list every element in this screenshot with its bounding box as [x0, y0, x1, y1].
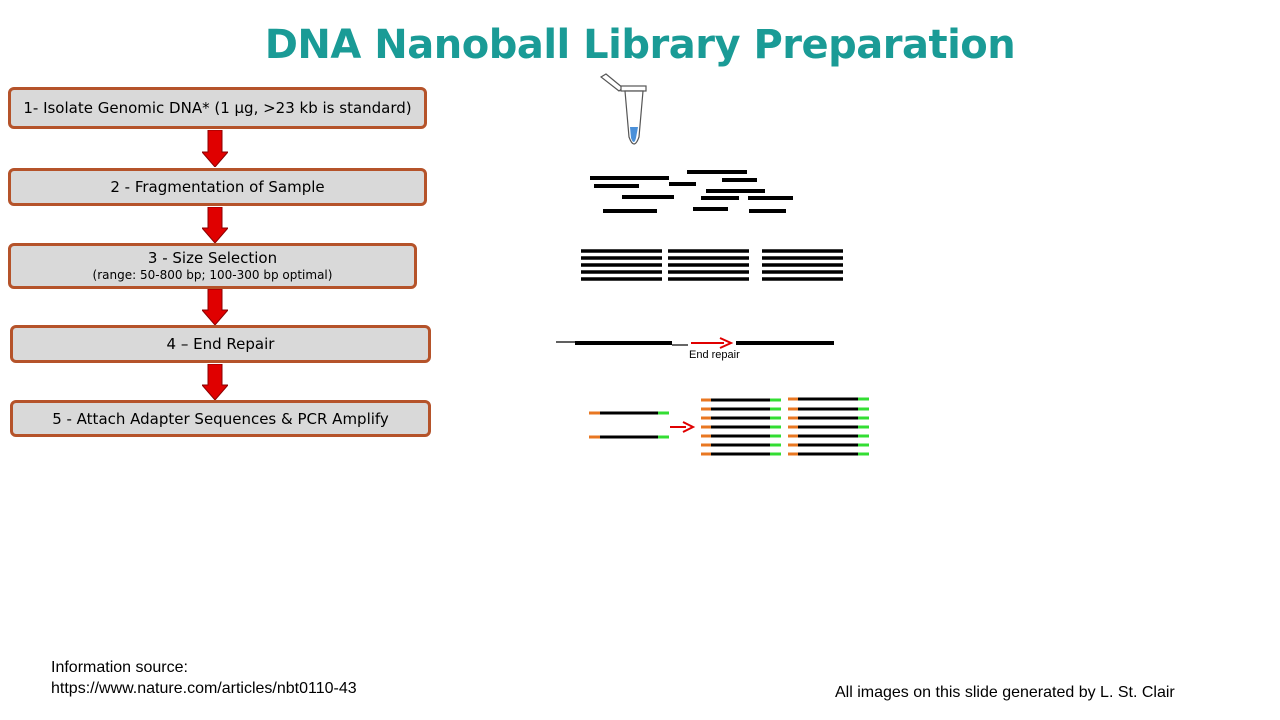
source-url: https://www.nature.com/articles/nbt0110-…: [51, 680, 357, 697]
step-adapters-pcr: 5 - Attach Adapter Sequences & PCR Ampli…: [10, 400, 431, 437]
step-label: 4 – End Repair: [166, 335, 275, 353]
step-end-repair: 4 – End Repair: [10, 325, 431, 363]
end-repair-diagram: End repair: [556, 337, 834, 361]
down-arrow-icon: [202, 364, 228, 400]
fragmented-dna: [590, 170, 793, 213]
step-isolate-dna: 1- Isolate Genomic DNA* (1 µg, >23 kb is…: [8, 87, 427, 129]
information-source: Information source: https://www.nature.c…: [51, 657, 357, 699]
down-arrow-icon: [202, 289, 228, 325]
step-fragmentation: 2 - Fragmentation of Sample: [8, 168, 427, 206]
image-credit: All images on this slide generated by L.…: [835, 684, 1175, 701]
step-sublabel: (range: 50-800 bp; 100-300 bp optimal): [92, 268, 333, 283]
step-label: 1- Isolate Genomic DNA* (1 µg, >23 kb is…: [23, 99, 412, 117]
step-label: 2 - Fragmentation of Sample: [110, 178, 325, 196]
tube-icon: [599, 73, 647, 145]
step-size-selection: 3 - Size Selection (range: 50-800 bp; 10…: [8, 243, 417, 289]
adapter-pcr-diagram: [589, 397, 869, 456]
source-label: Information source:: [51, 659, 188, 676]
end-repair-label: End repair: [689, 349, 740, 361]
step-label: 5 - Attach Adapter Sequences & PCR Ampli…: [52, 409, 389, 428]
size-selected-dna: [581, 249, 843, 281]
down-arrow-icon: [202, 130, 228, 167]
right-arrow-icon: [691, 337, 734, 349]
page-title: DNA Nanoball Library Preparation: [264, 22, 1016, 68]
step-label: 3 - Size Selection: [147, 249, 278, 268]
right-arrow-icon: [670, 421, 696, 433]
down-arrow-icon: [202, 207, 228, 243]
